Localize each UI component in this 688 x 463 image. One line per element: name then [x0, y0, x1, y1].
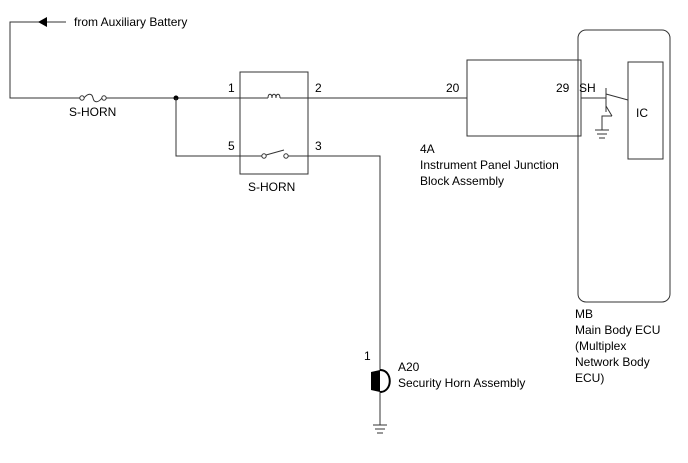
fuse-s-horn — [79, 93, 107, 103]
ecu-code: MB — [575, 307, 593, 321]
ecu-name-line3: Network Body — [575, 355, 650, 369]
ic-label: IC — [636, 106, 648, 120]
wire-relay-to-horn — [308, 155, 381, 370]
relay-pin-2: 2 — [315, 81, 322, 95]
ecu-name-line2: (Multiplex — [575, 339, 626, 353]
horn-name: Security Horn Assembly — [398, 376, 525, 390]
horn-icon — [371, 369, 391, 393]
junction-name-line1: Instrument Panel Junction — [420, 158, 559, 172]
ecu-box — [577, 29, 671, 303]
relay-label: S-HORN — [248, 180, 295, 194]
ground-icon — [595, 129, 609, 139]
fuse-label: S-HORN — [69, 105, 116, 119]
coil-icon — [267, 93, 281, 99]
junction-pin-out: 29 — [556, 81, 570, 95]
arrow-icon — [38, 17, 47, 27]
relay-s-horn — [239, 71, 309, 175]
relay-box — [239, 71, 309, 175]
relay-pin-1: 1 — [228, 81, 235, 95]
ecu-name-line4: ECU) — [575, 371, 604, 385]
junction-pin-in: 20 — [446, 81, 460, 95]
relay-pin-5: 5 — [228, 139, 235, 153]
horn-code: A20 — [398, 360, 420, 374]
horn-pin: 1 — [364, 349, 371, 363]
battery-feed-wire — [9, 17, 80, 99]
junction-signal-label: SH — [579, 81, 596, 95]
battery-feed-label: from Auxiliary Battery — [74, 15, 187, 29]
ground-icon — [373, 424, 387, 434]
switch-contact-icon — [265, 149, 285, 156]
transistor-icon — [601, 88, 629, 130]
junction-block-box — [466, 59, 582, 137]
wire-to-relay-pin5 — [175, 98, 240, 157]
ecu-name-line1: Main Body ECU — [575, 323, 660, 337]
junction-name-line2: Block Assembly — [420, 174, 504, 188]
relay-pin-3: 3 — [315, 139, 322, 153]
junction-code: 4A — [420, 142, 435, 156]
ic-box — [627, 61, 664, 160]
